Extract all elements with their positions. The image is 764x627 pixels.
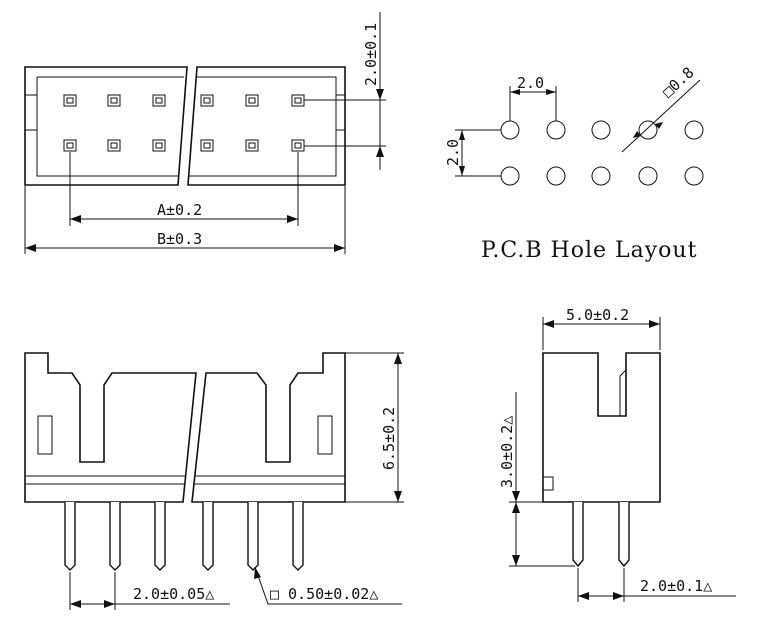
front-pins xyxy=(64,502,304,571)
top-housing-left xyxy=(24,66,188,186)
front-housing-right xyxy=(191,352,346,503)
front-view: 6.5±0.2 2.0±0.05△ □ 0.50±0.02△ xyxy=(24,352,404,610)
side-pitch-label: 2.0±0.1△ xyxy=(640,577,712,595)
hole-pitch-vertical-label: 2.0 xyxy=(444,139,462,166)
pcb-hole-row-1 xyxy=(500,120,704,140)
side-view: 5.0±0.2 3.0±0.2△ 2.0±0.1△ xyxy=(498,306,736,602)
top-pitch-vertical-label: 2.0±0.1 xyxy=(362,23,380,86)
top-pin-row-2 xyxy=(63,139,305,152)
dim-a-label: A±0.2 xyxy=(157,201,202,219)
dim-b-label: B±0.3 xyxy=(157,230,202,248)
pin-size-label: □ 0.50±0.02△ xyxy=(270,585,378,603)
side-width-label: 5.0±0.2 xyxy=(566,306,629,324)
side-pins xyxy=(572,502,630,568)
front-housing-left xyxy=(24,352,197,503)
front-pitch-label: 2.0±0.05△ xyxy=(133,585,214,603)
hole-size-label: □0.8 xyxy=(659,63,698,101)
front-height-label: 6.5±0.2 xyxy=(380,407,398,470)
top-housing-right xyxy=(187,66,346,186)
hole-pitch-horizontal-label: 2.0 xyxy=(517,74,544,92)
side-pin-length-label: 3.0±0.2△ xyxy=(498,416,516,488)
top-view: 2.0±0.1 A±0.2 B±0.3 xyxy=(24,12,386,254)
pcb-hole-layout: 2.0 2.0 □0.8 P.C.B Hole Layout xyxy=(444,63,704,263)
pcb-hole-row-2 xyxy=(500,166,704,186)
side-housing xyxy=(542,352,661,503)
pcb-layout-title: P.C.B Hole Layout xyxy=(481,238,697,263)
